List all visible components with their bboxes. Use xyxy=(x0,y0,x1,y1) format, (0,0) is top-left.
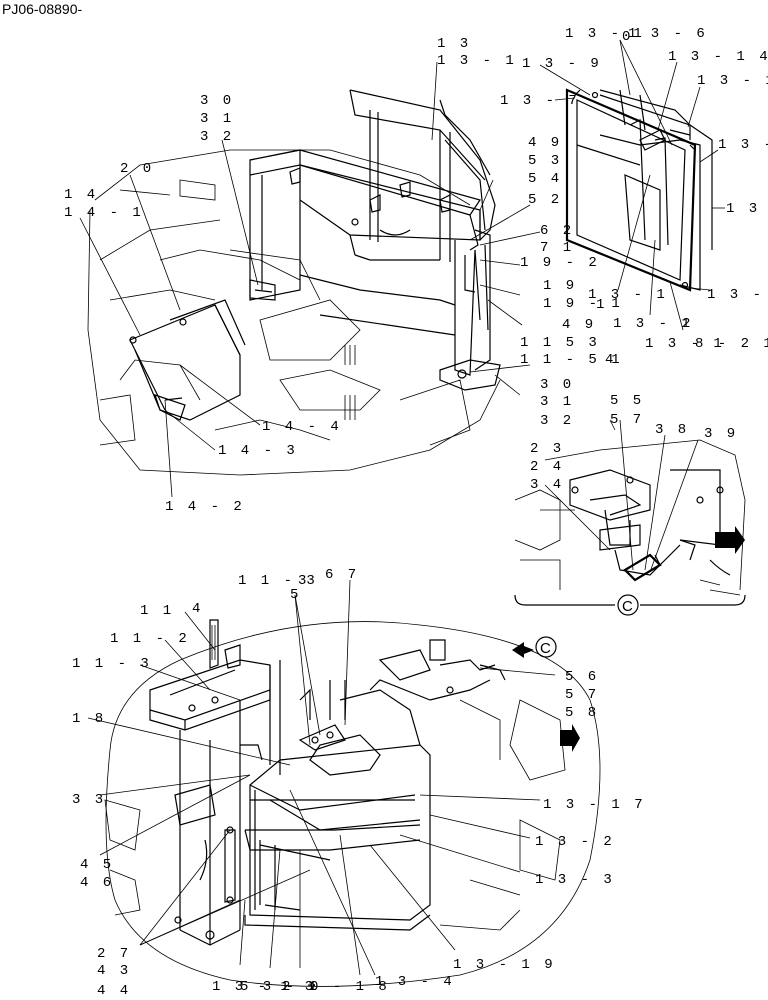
callout-13-19: 1 3 - 1 9 xyxy=(453,957,556,973)
callout-13-3: 1 3 - 3 xyxy=(535,872,615,888)
callout-31-top: 3 1 xyxy=(200,111,234,127)
callout-33: 3 3 xyxy=(72,792,106,808)
callout-13-2: 1 3 - 2 xyxy=(535,834,615,850)
callout-32-top: 3 2 xyxy=(200,129,234,145)
callout-43: 4 3 xyxy=(97,963,131,979)
callout-71: 7 1 xyxy=(540,240,574,256)
callout-19: 1 9 xyxy=(543,278,577,294)
callout-14-1: 1 4 - 1 xyxy=(64,205,144,221)
callout-0-18: 0 - 1 8 xyxy=(310,979,390,995)
callout-53-1: 5 3 - 1 xyxy=(240,979,320,995)
callout-5-frag: 5 xyxy=(290,587,301,603)
callout-13-9: 1 3 - 9 xyxy=(522,56,602,72)
callout-53-a: 5 3 xyxy=(528,153,562,169)
radiator-grille-drawing xyxy=(565,88,713,292)
callout-54-a: 5 4 xyxy=(528,171,562,187)
callout-20: 2 0 xyxy=(120,161,154,177)
callout-23-c: 2 3 xyxy=(530,441,564,457)
callout-13-1-b: 1 3 - 1 xyxy=(697,73,768,89)
callout-39: 3 9 xyxy=(704,426,738,442)
callout-13-1-top: 1 3 - 1 xyxy=(437,53,517,69)
callout-13-14: 1 3 - 1 4 xyxy=(668,49,768,65)
callout-13-7-a: 1 3 - 7 xyxy=(500,93,580,109)
callout-4-frag2: 4 xyxy=(192,601,203,617)
upper-frame-drawing xyxy=(87,89,501,476)
callout-46: 4 6 xyxy=(80,875,114,891)
callout-labels: 1 3 1 3 - 1 3 0 3 1 3 2 2 0 1 4 1 4 - 1 … xyxy=(64,26,768,999)
callout-2-frag: 2 xyxy=(682,316,693,332)
callout-19-1: 1 9 - 1 xyxy=(543,296,623,312)
callout-13-1-f: 1 3 - 1 xyxy=(212,979,292,995)
detail-c-marker: C xyxy=(622,598,633,615)
leader-lines xyxy=(79,39,725,976)
callout-13-1-e: 1 3 - 1 xyxy=(645,336,725,352)
callout-11-2: 1 1 - 2 xyxy=(110,631,190,647)
callout-14-3: 1 4 - 3 xyxy=(218,443,298,459)
callout-56: 5 6 xyxy=(565,669,599,685)
callout-0-frag: 0 xyxy=(622,29,633,45)
callout-4-frag: 4 xyxy=(605,352,616,368)
callout-13-7-b: 1 3 - 7 xyxy=(707,287,768,303)
callout-58: 5 8 xyxy=(565,705,599,721)
bottom-c-marker: C xyxy=(540,640,551,657)
callout-55: 5 5 xyxy=(610,393,644,409)
callout-19-2: 1 9 - 2 xyxy=(520,255,600,271)
lower-cover-drawing: C xyxy=(104,619,601,987)
callout-13: 1 3 xyxy=(437,36,471,52)
callout-13-d: 1 3 - xyxy=(726,201,768,217)
callout-3-frag: 3 xyxy=(298,573,309,589)
callout-62: 6 2 xyxy=(540,223,574,239)
callout-31-mid: 3 1 xyxy=(540,394,574,410)
callout-30-mid: 3 0 xyxy=(540,377,574,393)
callout-67: 6 7 xyxy=(325,567,359,583)
callout-13-17: 1 3 - 1 7 xyxy=(543,797,646,813)
callout-18: 1 8 xyxy=(72,711,106,727)
callout-1-frag: 1 xyxy=(596,297,607,313)
callout-49-a: 4 9 xyxy=(528,135,562,151)
callout-57-b: 5 7 xyxy=(565,687,599,703)
callout-27: 2 7 xyxy=(97,946,131,962)
callout-13-6: 1 3 - 6 xyxy=(628,26,708,42)
callout-32-mid: 3 2 xyxy=(540,413,574,429)
callout-49-b: 4 9 xyxy=(562,317,596,333)
callout-13-1-r: 1 3 - 1 xyxy=(565,26,645,42)
callout-13-4: 1 3 - 4 xyxy=(375,974,455,990)
callout-30-top: 3 0 xyxy=(200,93,234,109)
callout-14-4: 1 4 - 4 xyxy=(262,419,342,435)
callout-45: 4 5 xyxy=(80,857,114,873)
callout-11: 1 1 xyxy=(140,603,174,619)
callout-38: 3 8 xyxy=(655,422,689,438)
callout-57-a: 5 7 xyxy=(610,412,644,428)
callout-14-2: 1 4 - 2 xyxy=(165,499,245,515)
callout-13-1-d: 1 3 - 1 xyxy=(613,316,693,332)
callout-14: 1 4 xyxy=(64,187,98,203)
callout-13-1-c: 1 3 - 1 xyxy=(588,287,668,303)
callout-44: 4 4 xyxy=(97,983,131,999)
callout-11-51: 1 1 - 5 1 xyxy=(520,352,623,368)
callout-8-21: 8 - 2 1 xyxy=(695,336,768,352)
callout-24: 2 4 xyxy=(530,459,564,475)
callout-11-53: 1 1 5 3 xyxy=(520,335,600,351)
callout-11-3-top: 1 1 - 3 xyxy=(238,573,318,589)
callout-23-b: 2 3 xyxy=(282,979,316,995)
callout-11-3: 1 1 - 3 xyxy=(72,656,152,672)
callout-52: 5 2 xyxy=(528,192,562,208)
callout-34: 3 4 xyxy=(530,477,564,493)
callout-13-c: 1 3 - xyxy=(718,137,768,153)
drawing-code: PJ06-08890- xyxy=(2,1,83,17)
